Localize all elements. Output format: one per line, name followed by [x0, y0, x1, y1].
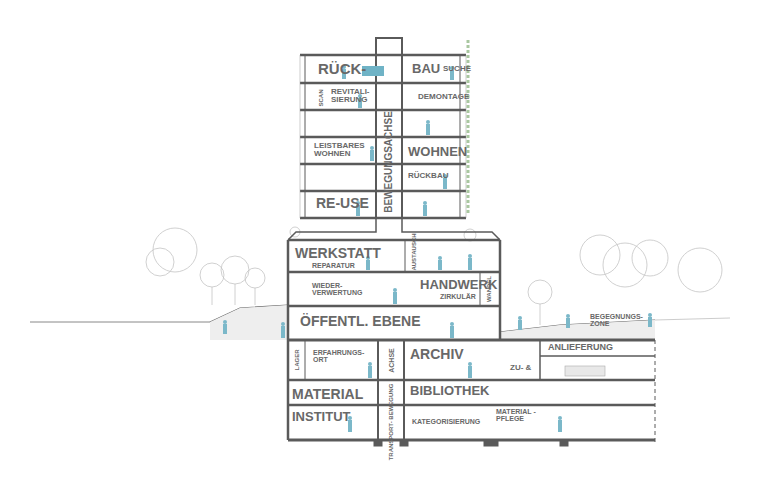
room-label: ANLIEFERUNG: [548, 343, 613, 352]
basement: [288, 340, 655, 446]
room-label: REVITALI- SIERUNG: [331, 88, 377, 104]
vertical-room-label: ACHSE: [387, 348, 394, 373]
vertical-room-label: WANDEL: [486, 276, 492, 302]
tower: [300, 38, 466, 218]
room-label: ERFAHRUNGS- ORT: [313, 349, 371, 363]
room-label: REPARATUR: [312, 262, 355, 269]
room-label: LEISTBARES WOHNEN: [314, 142, 366, 158]
room-label: ZU- &: [510, 364, 531, 372]
room-label: DEMONTAGE: [418, 93, 469, 101]
room-label: BIBLIOTHEK: [410, 384, 489, 397]
room-label: BEGEGNUNGS- ZONE: [590, 313, 652, 327]
terrain: [30, 305, 730, 340]
room-label: ARCHIV: [410, 347, 464, 361]
vertical-room-label: AUSTAUSCH: [411, 233, 417, 270]
room-label: RÜCK-: [318, 61, 366, 76]
room-label: WIEDER- VERWERTUNG: [312, 282, 374, 296]
room-label: RE-USE: [316, 196, 369, 210]
vertical-room-label: LAGER: [293, 350, 299, 371]
vertical-room-label: TRANSPORT- BEWEGUNG: [388, 384, 394, 461]
room-label: HANDWERK: [420, 278, 497, 291]
vertical-room-label: BEWEGUNGSACHSE: [384, 111, 394, 213]
podium: [288, 218, 500, 440]
trees: [146, 227, 722, 325]
room-label: WERKSTATT: [295, 246, 381, 260]
vertical-room-label: SCAN: [318, 89, 324, 106]
room-label: RÜCKBAU: [408, 172, 448, 180]
people: [223, 65, 652, 432]
room-label: SUCHE: [443, 65, 471, 73]
room-label: MATERIAL: [292, 387, 363, 401]
room-label: INSTITUT: [292, 410, 351, 423]
room-label: KATEGORISIERUNG: [412, 418, 480, 425]
room-label: ÖFFENTL. EBENE: [300, 314, 421, 328]
room-label: ZIRKULÄR: [440, 293, 476, 300]
room-label: MATERIAL -PFLEGE: [496, 408, 538, 422]
room-label: BAU: [412, 62, 440, 75]
room-label: WOHNEN: [408, 145, 467, 158]
